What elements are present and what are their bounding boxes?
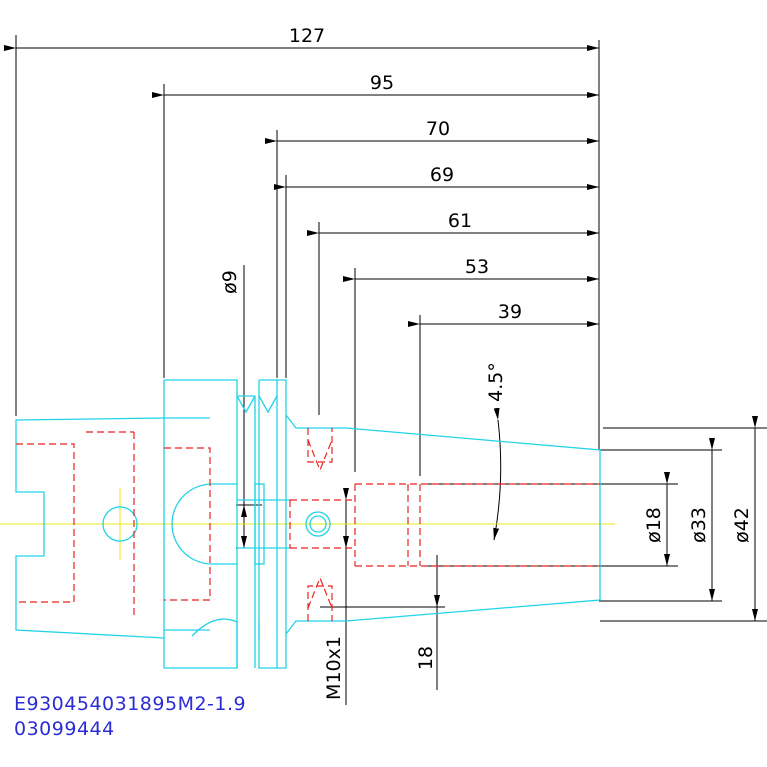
dim-61: 61 <box>448 210 472 232</box>
dim-angle: 4.5° <box>485 362 507 402</box>
dim-39: 39 <box>498 301 522 323</box>
length-dimensions <box>4 35 600 476</box>
angle-dimension <box>493 407 502 541</box>
dim-127: 127 <box>289 25 325 47</box>
dim-dia-18: ø18 <box>643 507 665 543</box>
dim-dia-9: ø9 <box>219 270 241 294</box>
diameter-dimensions <box>422 416 767 622</box>
part-code-line1: E930454031895M2-1.9 <box>14 693 247 715</box>
dim-95: 95 <box>370 72 394 94</box>
dim-depth-18: 18 <box>415 646 437 670</box>
dim-70: 70 <box>426 118 450 140</box>
dim-thread: M10x1 <box>323 636 345 700</box>
hidden-features <box>16 428 600 621</box>
part-code-line2: 03099444 <box>14 718 115 740</box>
dim-53: 53 <box>465 256 489 278</box>
dim-dia-42: ø42 <box>731 507 753 543</box>
dim-dia-33: ø33 <box>688 507 710 543</box>
tool-holder-outline <box>15 379 601 669</box>
dim-69: 69 <box>430 164 454 186</box>
